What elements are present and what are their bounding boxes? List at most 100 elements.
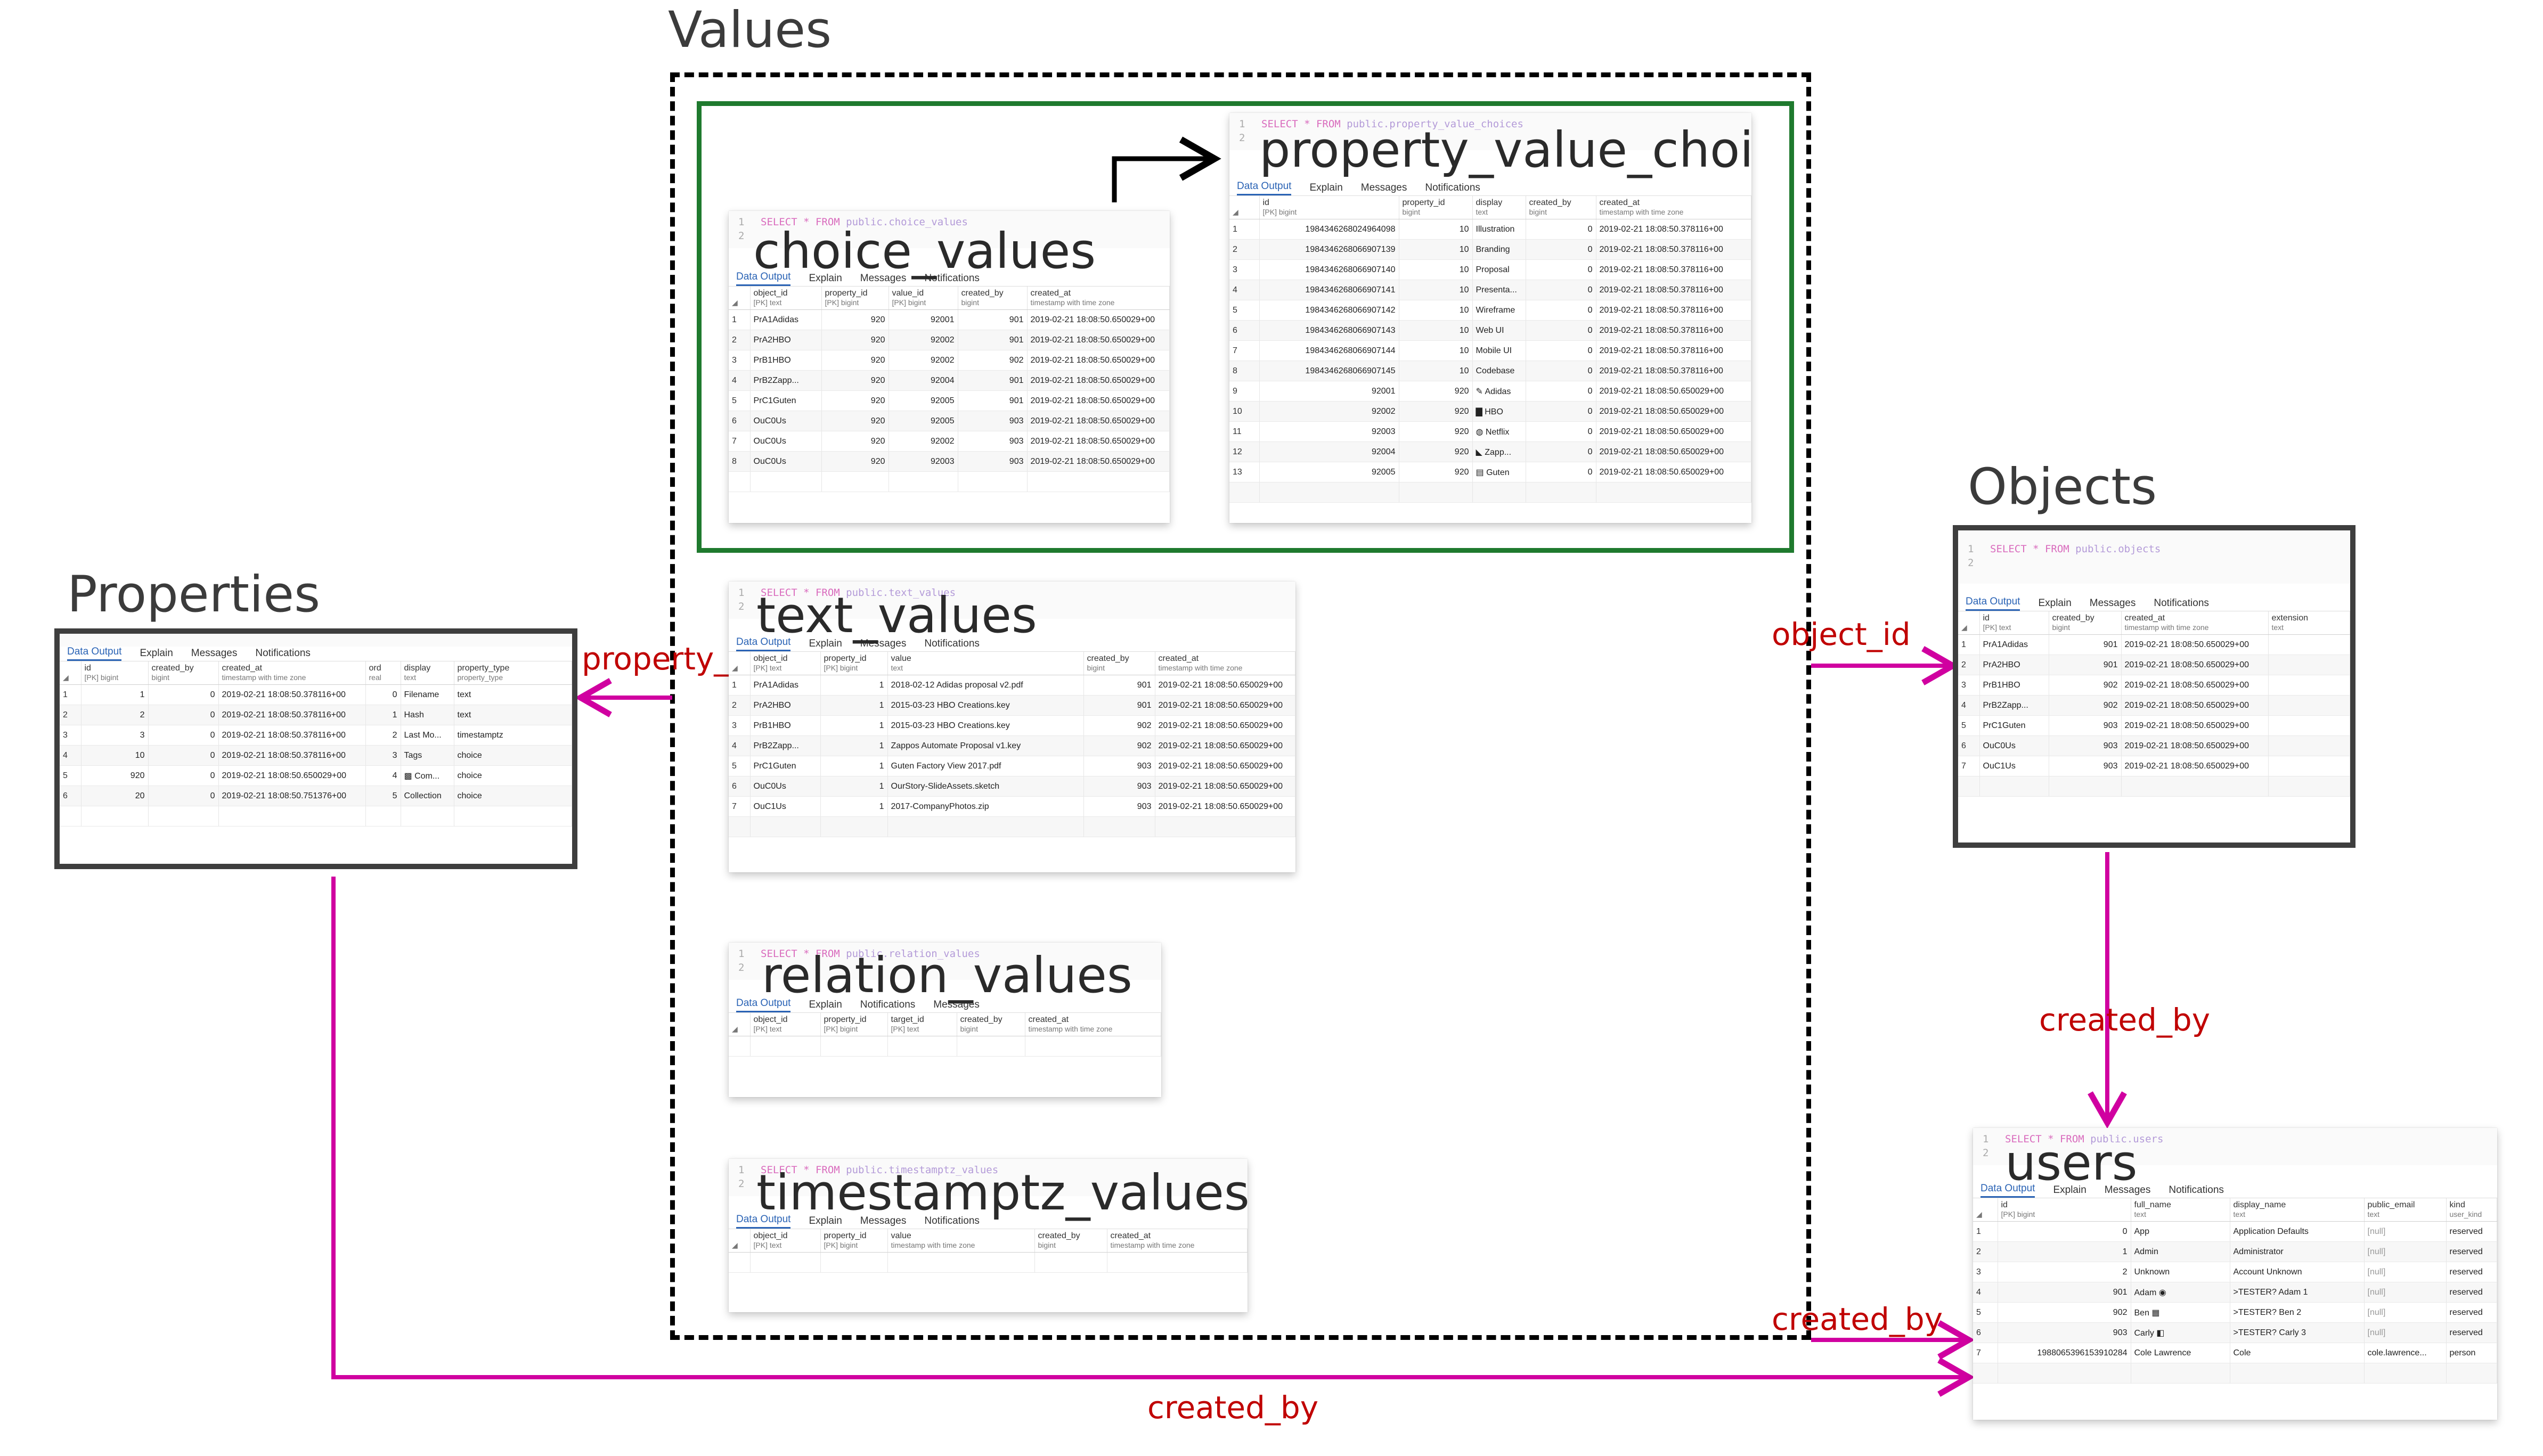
- table-cell[interactable]: 920: [821, 309, 889, 330]
- table-cell[interactable]: 920: [1399, 421, 1473, 442]
- table-cell[interactable]: 2019-02-21 18:08:50.378116+00: [1596, 300, 1751, 321]
- table-cell[interactable]: reserved: [2446, 1302, 2497, 1323]
- tab-explain[interactable]: Explain: [2038, 598, 2072, 609]
- table-cell[interactable]: 0: [1526, 441, 1596, 462]
- table-cell[interactable]: Zappos Automate Proposal v1.key: [887, 735, 1084, 756]
- column-header-object-id[interactable]: object_id[PK] text: [750, 652, 821, 675]
- tab-messages[interactable]: Messages: [191, 648, 238, 659]
- column-header-property-id[interactable]: property_id[PK] bigint: [821, 287, 889, 310]
- corner-cell[interactable]: ◢: [1229, 196, 1260, 219]
- table-cell[interactable]: PrB2Zapp...: [750, 735, 821, 756]
- table-cell[interactable]: ✎ Adidas: [1472, 381, 1526, 402]
- corner-cell[interactable]: ◢: [1973, 1198, 1998, 1222]
- table-cell[interactable]: PrB2Zapp...: [750, 370, 822, 391]
- table-cell[interactable]: [2268, 756, 2350, 776]
- column-header-property-id[interactable]: property_id[PK] bigint: [820, 652, 888, 675]
- table-cell[interactable]: PrA1Adidas: [750, 675, 821, 696]
- table-cell[interactable]: 92002: [889, 330, 958, 350]
- table-cell[interactable]: Illustration: [1472, 219, 1526, 240]
- table-cell[interactable]: 2019-02-21 18:08:50.650029+00: [2121, 634, 2269, 655]
- table-cell[interactable]: 1: [1998, 1241, 2131, 1262]
- table-cell[interactable]: 0: [1526, 421, 1596, 442]
- tab-messages[interactable]: Messages: [2089, 598, 2136, 609]
- column-header-id[interactable]: id[PK] bigint: [1259, 196, 1399, 219]
- table-cell[interactable]: person: [2446, 1343, 2497, 1363]
- table-cell[interactable]: 0: [148, 684, 219, 705]
- table-cell[interactable]: 920: [1399, 401, 1473, 422]
- table-cell[interactable]: 2018-02-12 Adidas proposal v2.pdf: [887, 675, 1084, 696]
- tab-messages[interactable]: Messages: [1360, 182, 1407, 193]
- table-cell[interactable]: 920: [1399, 462, 1473, 482]
- table-cell[interactable]: 0: [1526, 381, 1596, 402]
- table-cell[interactable]: 2019-02-21 18:08:50.650029+00: [1596, 381, 1751, 402]
- corner-cell[interactable]: ◢: [60, 661, 81, 685]
- table-cell[interactable]: 10: [1399, 239, 1473, 260]
- table-cell[interactable]: 10: [1399, 300, 1473, 321]
- table-cell[interactable]: 2019-02-21 18:08:50.650029+00: [1027, 370, 1170, 391]
- tab-data-output[interactable]: Data Output: [67, 646, 122, 661]
- table-cell[interactable]: 92002: [1259, 401, 1399, 422]
- table-cell[interactable]: PrC1Guten: [750, 756, 821, 776]
- table-cell[interactable]: 2019-02-21 18:08:50.650029+00: [2121, 735, 2269, 756]
- table-cell[interactable]: 0: [1526, 280, 1596, 300]
- table-cell[interactable]: 2019-02-21 18:08:50.378116+00: [218, 745, 366, 766]
- column-header-id[interactable]: id[PK] bigint: [81, 661, 149, 685]
- table-cell[interactable]: 2019-02-21 18:08:50.650029+00: [1027, 431, 1170, 452]
- tab-data-output[interactable]: Data Output: [736, 271, 791, 286]
- column-header-property-id[interactable]: property_id[PK] bigint: [820, 1013, 888, 1036]
- table-cell[interactable]: 1988065396153910284: [1998, 1343, 2131, 1363]
- table-cell[interactable]: 1984346268066907145: [1259, 361, 1399, 381]
- tab-data-output[interactable]: Data Output: [1237, 181, 1292, 195]
- table-cell[interactable]: 0: [148, 725, 219, 746]
- table-cell[interactable]: 901: [2049, 634, 2122, 655]
- tab-explain[interactable]: Explain: [809, 1215, 842, 1226]
- table-cell[interactable]: PrA2HBO: [750, 695, 821, 716]
- table-cell[interactable]: [2268, 735, 2350, 756]
- table-cell[interactable]: [2268, 715, 2350, 736]
- table-cell[interactable]: OuC1Us: [750, 796, 821, 817]
- table-cell[interactable]: 10: [1399, 340, 1473, 361]
- table-cell[interactable]: 2019-02-21 18:08:50.378116+00: [218, 684, 366, 705]
- table-cell[interactable]: 92003: [1259, 421, 1399, 442]
- table-cell[interactable]: OuC0Us: [750, 776, 821, 797]
- table-cell[interactable]: Presenta...: [1472, 280, 1526, 300]
- table-cell[interactable]: 903: [2049, 715, 2122, 736]
- table-cell[interactable]: 2019-02-21 18:08:50.650029+00: [1027, 411, 1170, 431]
- table-cell[interactable]: 2019-02-21 18:08:50.650029+00: [1027, 309, 1170, 330]
- table-cell[interactable]: Guten Factory View 2017.pdf: [887, 756, 1084, 776]
- table-cell[interactable]: 920: [821, 411, 889, 431]
- table-cell[interactable]: 2: [365, 725, 401, 746]
- table-cell[interactable]: 920: [81, 765, 149, 786]
- table-cell[interactable]: choice: [454, 745, 572, 766]
- table-cell[interactable]: 2019-02-21 18:08:50.378116+00: [1596, 280, 1751, 300]
- table-cell[interactable]: [2268, 634, 2350, 655]
